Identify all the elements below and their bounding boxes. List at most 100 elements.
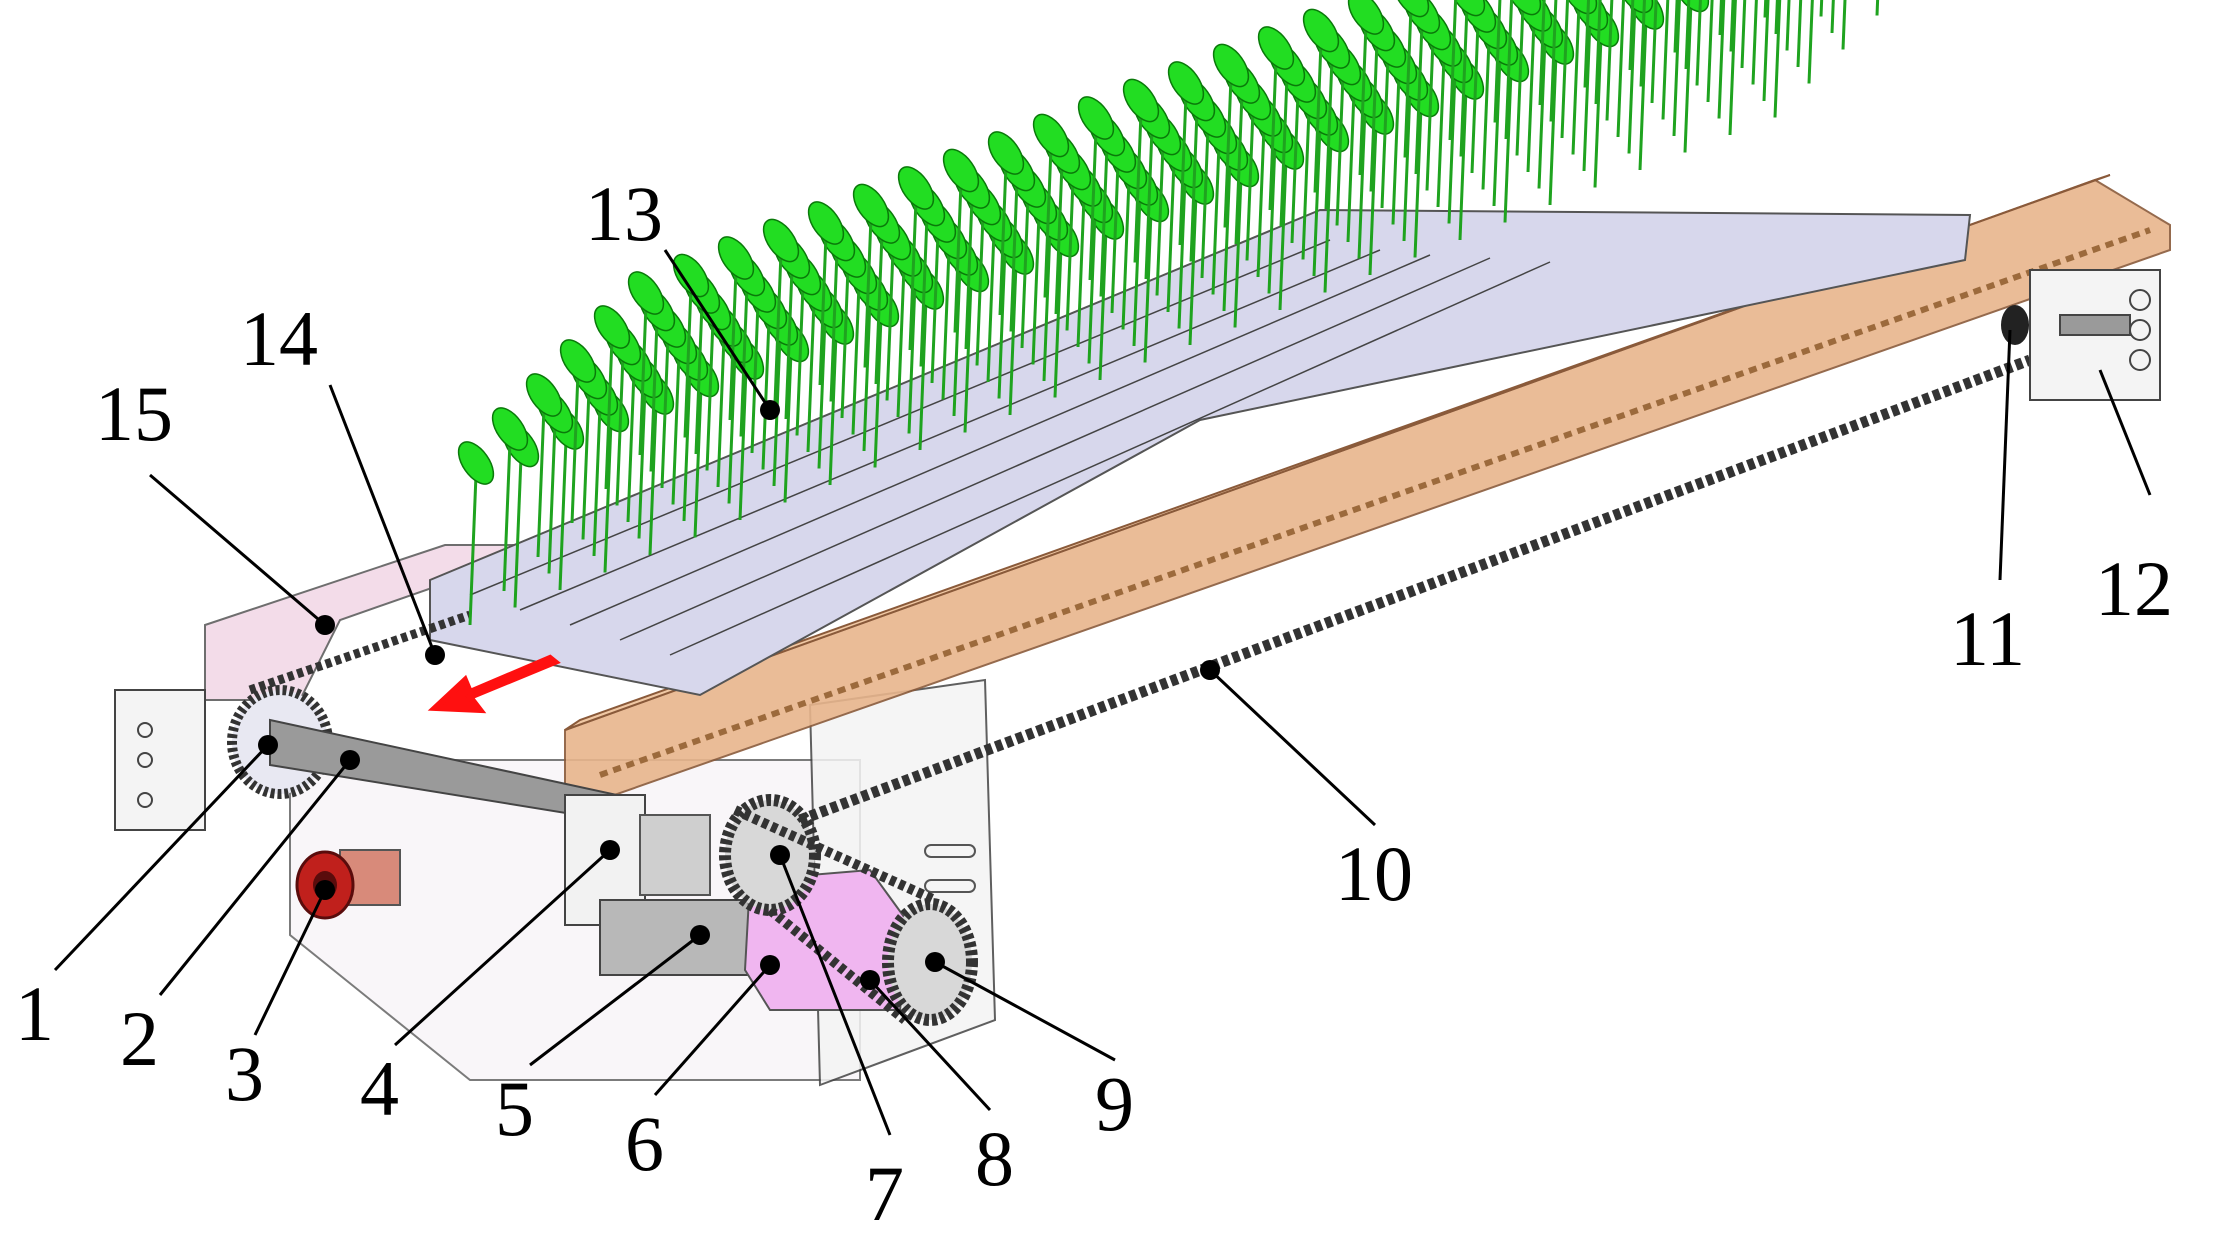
seedling-stem <box>1133 112 1143 263</box>
seedling-stem <box>795 285 805 436</box>
callout-label-10: 10 <box>1335 830 1413 917</box>
seedling-stem <box>1143 212 1153 363</box>
seedling-stem <box>1234 93 1244 245</box>
seedling-stem <box>750 302 760 454</box>
seedling-stem <box>873 317 883 468</box>
seedling-stem <box>1796 0 1803 68</box>
seedling-stem <box>975 215 985 366</box>
seedling-stem <box>1324 58 1334 210</box>
seedling-stem <box>1110 162 1120 314</box>
seedling-stem <box>1256 126 1266 278</box>
seedling-stem <box>1166 161 1176 313</box>
seedling-stem <box>1132 195 1142 347</box>
callout-label-13: 13 <box>585 170 663 257</box>
seedling-stem <box>1402 90 1412 242</box>
seedling-leaf <box>717 236 755 280</box>
seedling-stem <box>761 319 771 470</box>
leader-1 <box>53 743 270 972</box>
seedling-stem <box>1268 59 1278 211</box>
seedling-stem <box>885 250 895 401</box>
seedling-stem <box>739 286 749 437</box>
callout-label-5: 5 <box>495 1065 534 1152</box>
leader-8 <box>868 978 992 1112</box>
seedling-stem <box>840 267 850 419</box>
seedling-leaf <box>457 441 495 485</box>
seedling-stem <box>1492 55 1502 207</box>
seedling-stem <box>1448 0 1458 141</box>
callout-label-15: 15 <box>95 370 173 457</box>
seedling-stem <box>547 423 557 574</box>
seedling-stem <box>1493 0 1502 123</box>
seedling-stem <box>1762 0 1770 102</box>
seedling-stem <box>851 284 861 435</box>
left-end-bracket <box>114 689 206 831</box>
seedling-stem <box>1313 42 1323 193</box>
seedling-stem <box>1549 0 1558 122</box>
seedling-leaf <box>987 131 1025 175</box>
seedling-stem <box>1053 247 1063 398</box>
seedling-stem <box>1335 75 1345 226</box>
seedling-stem <box>1830 0 1835 34</box>
seedling-stem <box>1458 89 1468 241</box>
feed-direction-arrow <box>427 654 561 714</box>
seedling-stem <box>1774 0 1779 35</box>
leader-13 <box>663 249 772 411</box>
seedling-stem <box>1099 146 1109 297</box>
seedling-stem <box>1008 264 1018 416</box>
seedling-stem <box>829 251 839 402</box>
seedling-stem <box>1391 74 1401 225</box>
seedling-stem <box>1403 7 1413 158</box>
seedling-stem <box>1312 125 1322 277</box>
seedling-stem <box>1121 179 1131 330</box>
seedling-stem <box>1323 142 1333 293</box>
seedling-stem <box>1616 0 1625 138</box>
seedling-stem <box>1155 145 1165 296</box>
leader-12 <box>2098 369 2152 496</box>
seedling-stem <box>660 337 670 489</box>
seedling-stem <box>1729 0 1735 52</box>
seedling-stem <box>716 336 726 488</box>
callout-label-6: 6 <box>625 1100 664 1187</box>
seedling-stem <box>683 287 693 438</box>
seedling-stem <box>896 266 906 418</box>
seedling-stem <box>1368 124 1378 276</box>
leader-11 <box>1998 329 2012 581</box>
seedling-leaf <box>1302 8 1340 53</box>
seedling-stem <box>649 321 659 472</box>
seedling-stem <box>648 404 658 556</box>
seedling-stem <box>784 268 794 420</box>
seedling-stem <box>1638 19 1648 171</box>
seedling-stem <box>693 387 703 538</box>
seedling-stem <box>952 265 962 417</box>
seedling-stem <box>773 252 783 403</box>
seedling-array <box>457 0 1880 626</box>
seedling-stem <box>1605 0 1614 121</box>
seedling-stem <box>1526 21 1536 173</box>
seedling-stem <box>908 199 918 351</box>
seedling-stem <box>1267 143 1277 294</box>
seedling-stem <box>1346 91 1356 243</box>
seedling-leaf <box>1392 0 1430 18</box>
callout-labels: 1 2 3 4 5 6 7 8 9 10 11 12 13 14 15 <box>15 170 2173 1237</box>
seedling-stem <box>964 198 974 350</box>
seedling-stem <box>1582 20 1592 172</box>
seedling-leaf <box>1122 78 1160 123</box>
seedling-stem <box>1504 0 1514 140</box>
seedling-stem <box>963 282 973 433</box>
seedling-stem <box>1088 129 1098 281</box>
seedling-stem <box>941 249 951 400</box>
seedling-stem <box>1481 39 1491 190</box>
seedling-stem <box>1650 0 1658 104</box>
seedling-stem <box>603 422 613 573</box>
right-sprocket <box>2001 305 2029 345</box>
seedling-leaf <box>1167 61 1205 105</box>
seedling-leaf <box>942 148 980 193</box>
seedling-leaf <box>807 201 845 245</box>
seedling-stem <box>1020 197 1030 349</box>
seedling-stem <box>998 164 1008 316</box>
rail-top-flange <box>564 174 2111 731</box>
callout-label-1: 1 <box>15 970 54 1057</box>
callout-label-8: 8 <box>975 1115 1014 1202</box>
seedling-stem <box>1718 0 1723 36</box>
seedling-stem <box>513 457 523 608</box>
